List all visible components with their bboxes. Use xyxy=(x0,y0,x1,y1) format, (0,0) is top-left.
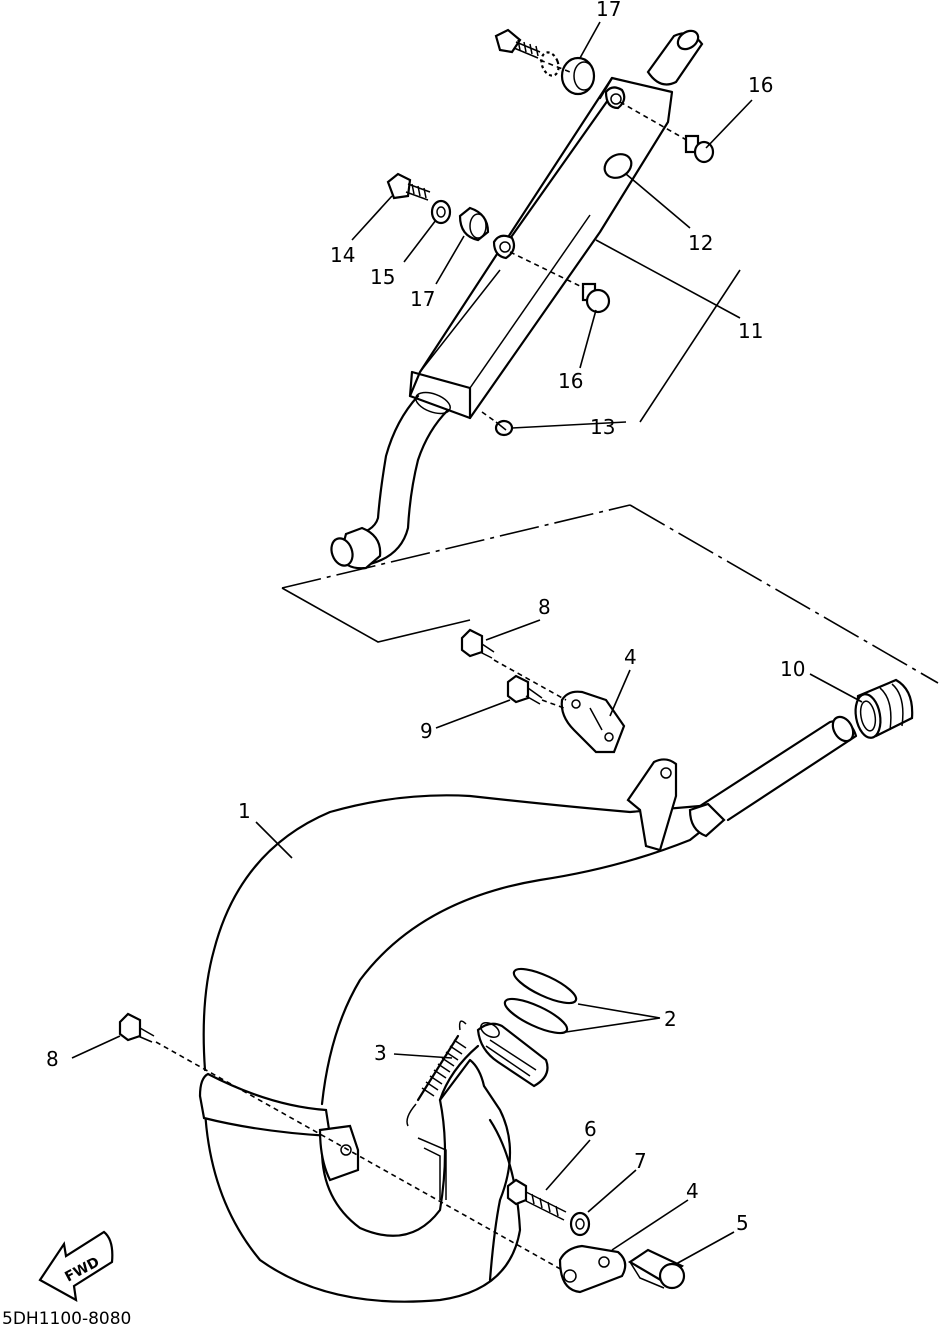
callout-17-left: 17 xyxy=(410,287,435,311)
gaskets-2 xyxy=(503,967,578,1035)
bolt-8-lower xyxy=(118,1012,155,1043)
bolt-washer-collar-left xyxy=(386,172,490,242)
callout-labels: 17 16 12 11 13 14 15 17 16 8 4 9 10 1 2 … xyxy=(46,0,805,1235)
callout-7: 7 xyxy=(634,1149,647,1173)
diagram-code: 5DH1100-8080 xyxy=(2,1309,131,1328)
callout-16-lower: 16 xyxy=(558,369,583,393)
callout-9: 9 xyxy=(420,719,433,743)
collar-5 xyxy=(627,1248,686,1290)
grommet-lower xyxy=(581,282,611,314)
grommet-top xyxy=(684,134,715,164)
callout-6: 6 xyxy=(584,1117,597,1141)
callout-17-top: 17 xyxy=(596,0,621,21)
callout-14: 14 xyxy=(330,243,355,267)
bolt-8-upper xyxy=(460,628,495,659)
bolt-6 xyxy=(506,1178,567,1221)
callout-4-upper: 4 xyxy=(624,645,637,669)
fwd-arrow-icon: FWD xyxy=(38,1230,114,1303)
callout-13: 13 xyxy=(590,415,615,439)
leader-lines xyxy=(71,21,863,1265)
callout-2: 2 xyxy=(664,1007,677,1031)
callout-11: 11 xyxy=(738,319,763,343)
bolt-9 xyxy=(506,674,543,705)
callout-10: 10 xyxy=(780,657,805,681)
callout-12: 12 xyxy=(688,231,713,255)
callout-5: 5 xyxy=(736,1211,749,1235)
callout-15: 15 xyxy=(370,265,395,289)
bracket-4-upper xyxy=(560,690,626,754)
callout-3: 3 xyxy=(374,1041,387,1065)
bolt-washer-collar-top xyxy=(494,28,596,96)
spring-3 xyxy=(406,1020,467,1127)
washer-7 xyxy=(569,1211,591,1237)
rivet xyxy=(494,419,514,437)
callout-16-top: 16 xyxy=(748,73,773,97)
callout-1: 1 xyxy=(238,799,251,823)
silencer-assembly xyxy=(330,29,704,570)
callout-8-upper: 8 xyxy=(538,595,551,619)
callout-8-lower: 8 xyxy=(46,1047,59,1071)
sleeve-10 xyxy=(854,678,914,739)
callout-4-lower: 4 xyxy=(686,1179,699,1203)
bracket-4-lower xyxy=(558,1244,627,1294)
